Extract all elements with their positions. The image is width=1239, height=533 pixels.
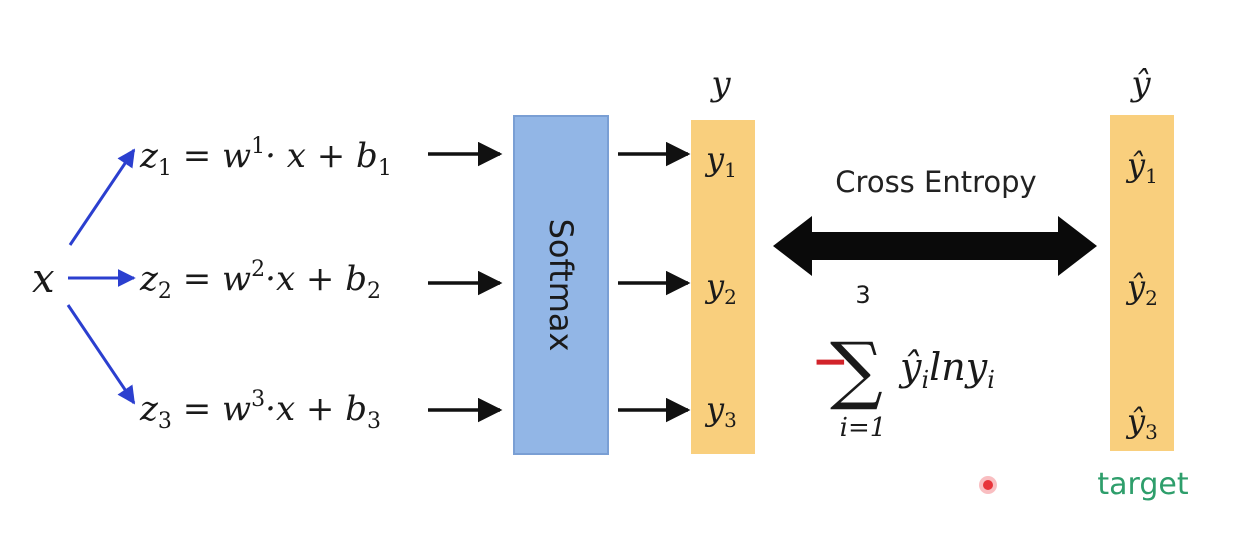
sum-upper-limit: 3 [855, 281, 870, 309]
target-y2: ŷ2 [1125, 268, 1158, 310]
target-y3: ŷ3 [1125, 402, 1158, 444]
laser-pointer-dot [979, 476, 997, 494]
arrows-to-output [618, 141, 691, 423]
output-y3: y3 [704, 390, 737, 432]
svg-text:z2 = w2·x + b2: z2 = w2·x + b2 [139, 257, 381, 304]
blue-arrow-to-z3 [66, 304, 136, 405]
equation-z3: z3 = w3·x + b3 [139, 387, 381, 434]
svg-text:z1 = w1· x + b1: z1 = w1· x + b1 [139, 134, 392, 181]
input-x-label: x [32, 256, 55, 302]
output-column [691, 120, 755, 454]
cross-entropy-formula: − ∑ 3 i=1 ŷilnyi [812, 281, 995, 443]
cross-entropy-double-arrow [773, 216, 1097, 276]
target-header: ŷ [1129, 64, 1151, 104]
softmax-box [513, 115, 609, 455]
cross-entropy-label: Cross Entropy [835, 165, 1036, 199]
input-arrows [66, 148, 136, 405]
equation-z1: z1 = w1· x + b1 [139, 134, 392, 181]
equation-z2: z2 = w2·x + b2 [139, 257, 381, 304]
blue-arrow-to-z1 [68, 148, 136, 246]
target-caption: target [1097, 467, 1188, 502]
arrows-to-softmax [428, 141, 503, 423]
output-y2: y2 [704, 267, 737, 309]
softmax-label: Softmax [542, 219, 580, 352]
target-column [1110, 115, 1174, 451]
target-y1: ŷ1 [1125, 146, 1158, 188]
svg-text:z3 = w3·x + b3: z3 = w3·x + b3 [139, 387, 381, 434]
output-header: y [709, 64, 731, 104]
summation-symbol: ∑ [830, 327, 883, 413]
sum-lower-limit: i=1 [840, 413, 887, 443]
output-y1: y1 [704, 140, 737, 182]
minus-sign: − [812, 336, 849, 387]
loss-term: ŷilnyi [898, 345, 995, 394]
